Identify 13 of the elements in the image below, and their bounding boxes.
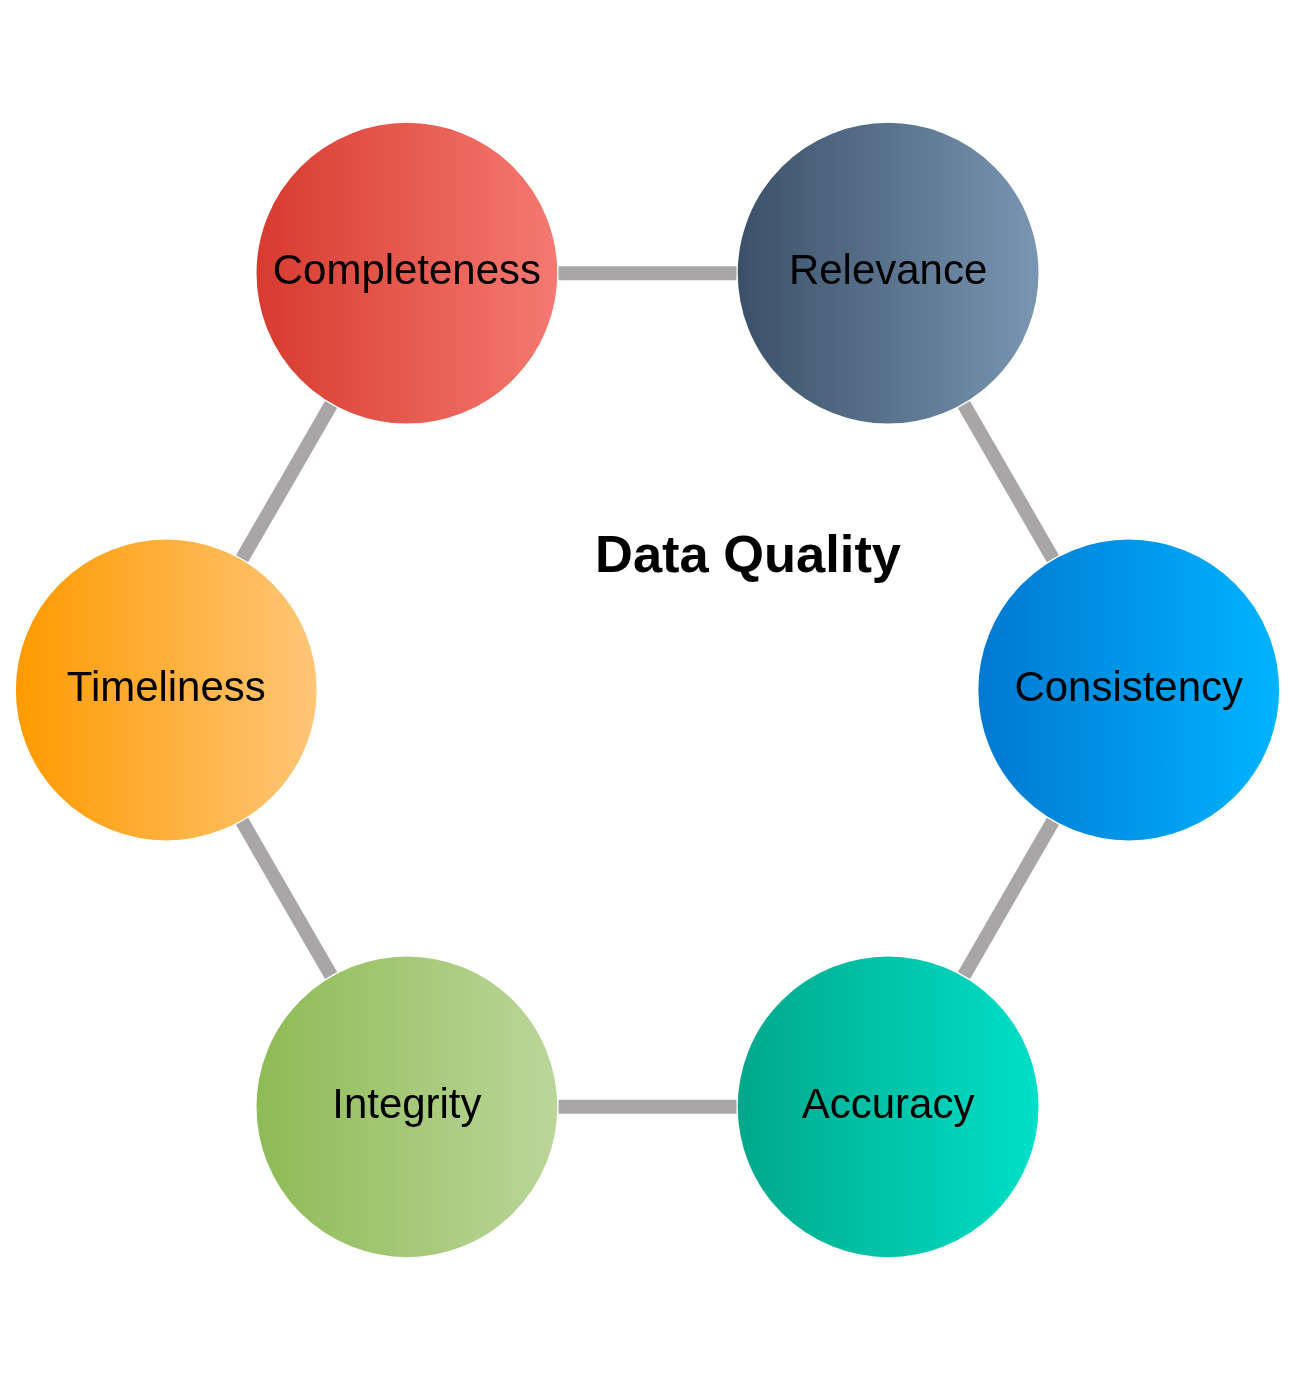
node-circle: Consistency <box>976 537 1281 842</box>
connector <box>236 817 338 979</box>
connector <box>957 400 1059 562</box>
connector <box>558 1099 737 1114</box>
node-circle: Timeliness <box>14 537 319 842</box>
connector <box>957 817 1059 979</box>
connector <box>558 265 737 280</box>
node-circle: Integrity <box>254 954 560 1259</box>
label: Data Quality <box>595 524 902 583</box>
node-circle: Relevance <box>736 120 1041 425</box>
connector <box>236 400 338 562</box>
node-circle: Accuracy <box>736 954 1041 1259</box>
node-circle: Completeness <box>254 120 560 425</box>
